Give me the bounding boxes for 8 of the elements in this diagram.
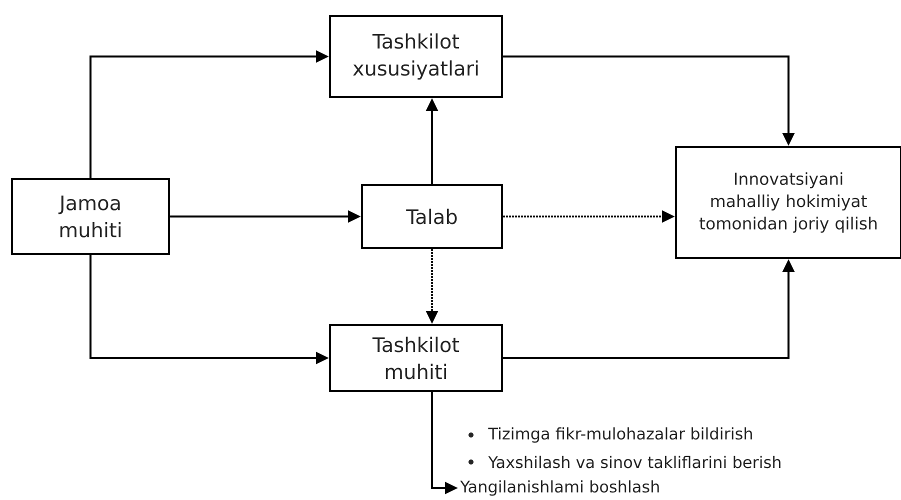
process-box: Tashkilot muhiti [329,324,503,392]
process-box: Talab [361,184,503,249]
process-box: Tashkilot xususiyatlari [329,15,503,98]
process-box: Jamoa muhiti [11,178,170,255]
list-item: Tizimga fikr-mulohazalar bildirish [488,427,752,443]
list-item: Yangilanishlami boshlash [460,480,659,496]
list-item: Yaxshilash va sinov takliflarini berish [488,456,780,468]
process-box: Innovatsiyani mahalliy hokimiyat tomonidan joriy qilish [675,146,901,259]
